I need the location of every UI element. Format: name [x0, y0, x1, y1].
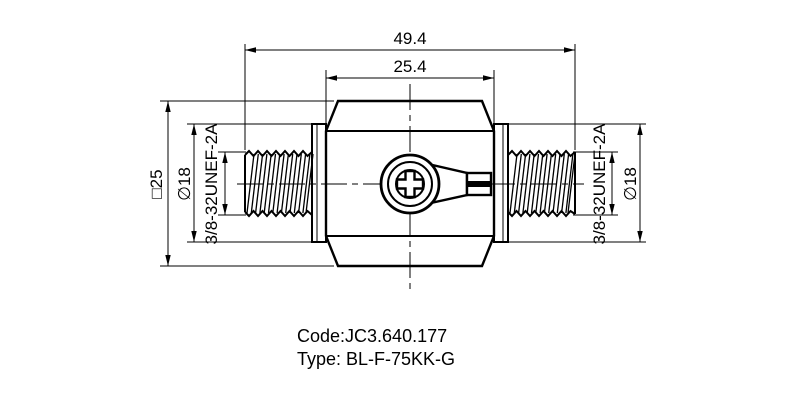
flange-right-outline: [493, 123, 509, 243]
dimension-overall-length: 49.4: [244, 29, 576, 150]
thread-left: [244, 149, 314, 218]
arrowhead-right-icon: [564, 47, 575, 53]
dimension-thread-right: 3/8-32UNEF-2A: [573, 123, 618, 245]
type-text: Type: BL-F-75KK-G: [297, 349, 455, 369]
dimension-thread-left: 3/8-32UNEF-2A: [202, 123, 246, 245]
dim-diameter-left-label: ∅18: [175, 167, 194, 201]
thread-left-crest-top: [244, 149, 313, 158]
arrowhead-top-icon: [637, 124, 643, 135]
arrowhead-top-icon: [609, 152, 615, 163]
thread-right-hatch: [509, 153, 576, 214]
arrowhead-right-icon: [483, 75, 494, 81]
thread-left-label: 3/8-32UNEF-2A: [202, 123, 221, 245]
arrowhead-left-icon: [245, 47, 256, 53]
pointer-block: [465, 171, 493, 197]
arrowhead-bottom-icon: [637, 231, 643, 242]
dim-overall-label: 49.4: [393, 29, 426, 48]
thread-right: [507, 149, 576, 218]
dimension-diameter-right: ∅18: [506, 123, 646, 243]
dim-diameter-right-label: ∅18: [621, 167, 640, 201]
arrowhead-bottom-icon: [609, 204, 615, 215]
dim-square-label: □25: [147, 169, 166, 198]
dim-body-label: 25.4: [393, 57, 426, 76]
thread-right-crest-top: [507, 149, 576, 158]
part-identification: Code:JC3.640.177 Type: BL-F-75KK-G: [297, 326, 455, 369]
dimension-diameter-left: ∅18: [175, 123, 315, 243]
arrowhead-bottom-icon: [165, 255, 171, 266]
code-text: Code:JC3.640.177: [297, 326, 447, 346]
pointer-slot: [467, 181, 491, 187]
adjustment-screw: [379, 153, 441, 215]
dimension-square-25: □25: [147, 100, 334, 267]
arrowhead-bottom-icon: [222, 204, 228, 215]
arrowhead-bottom-icon: [191, 231, 197, 242]
arrowhead-top-icon: [165, 101, 171, 112]
phillips-cross-icon: [395, 169, 425, 199]
flange-right: [493, 123, 509, 243]
flange-left-outline: [311, 123, 327, 243]
thread-right-crest-bottom: [507, 209, 576, 218]
thread-right-label: 3/8-32UNEF-2A: [590, 123, 609, 245]
arrowhead-left-icon: [326, 75, 337, 81]
flange-left: [311, 123, 327, 243]
thread-left-crest-bottom: [244, 209, 313, 218]
arrowhead-top-icon: [222, 152, 228, 163]
dimension-body-length: 25.4: [325, 57, 495, 126]
arrowhead-top-icon: [191, 124, 197, 135]
thread-left-hatch: [246, 153, 314, 214]
